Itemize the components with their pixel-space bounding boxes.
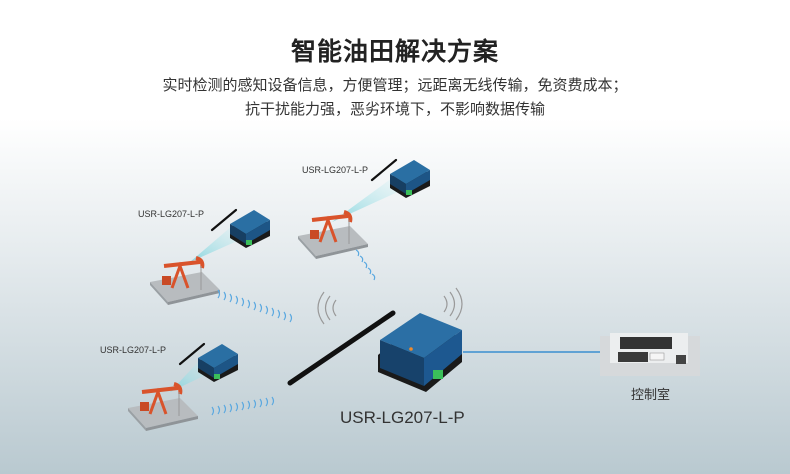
control-room-icon (600, 333, 700, 376)
subtitle-line-2: 抗干扰能力强，恶劣环境下，不影响数据传输 (244, 100, 545, 118)
oil-pump-icon (126, 382, 200, 433)
page-title: 智能油田解决方案 (290, 37, 499, 66)
subtitle-line-1: 实时检测的感知设备信息，方便管理；远距离无线传输，免资费成本； (162, 76, 628, 94)
wireless-signal-icon (211, 249, 463, 416)
field-device-label: USR-LG207-L-P (302, 165, 369, 175)
oil-pump-icon (296, 210, 370, 261)
signal-beam (332, 178, 402, 222)
control-room-label: 控制室 (631, 388, 671, 403)
field-device-label: USR-LG207-L-P (100, 345, 167, 355)
central-gateway-icon (287, 310, 462, 392)
field-device-label: USR-LG207-L-P (138, 209, 205, 219)
central-device-label: USR-LG207-L-P (340, 408, 465, 427)
oil-pump-icon (148, 256, 222, 307)
